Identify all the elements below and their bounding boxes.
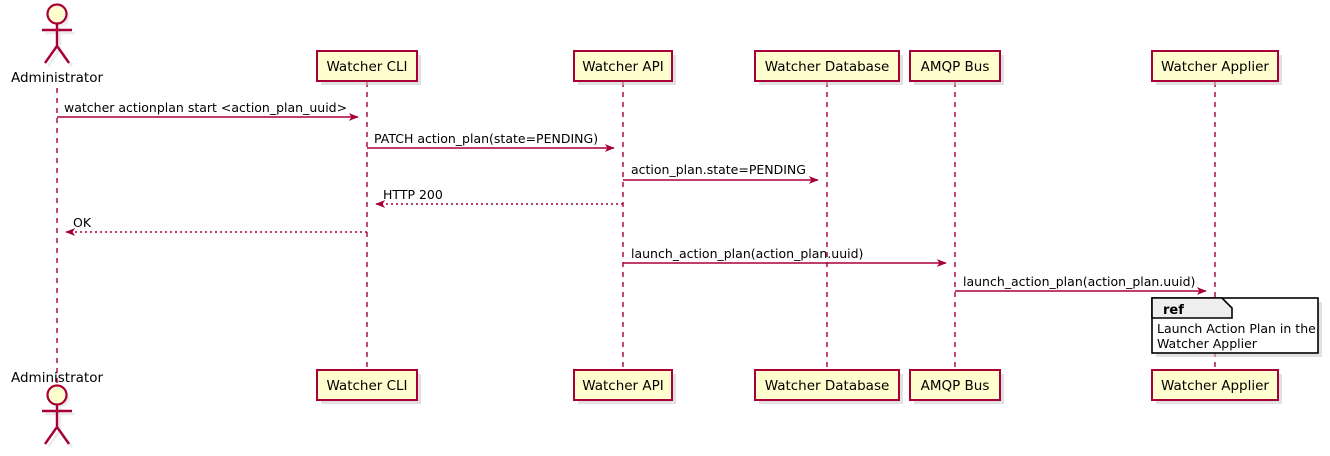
actor-administrator-top[interactable]: Administrator [11,3,103,87]
message-label-5: OK [73,215,92,230]
message-4-http-200[interactable]: HTTP 200 [375,187,623,208]
actor-administrator-bottom[interactable]: Administrator [11,370,103,448]
message-label-2: PATCH action_plan(state=PENDING) [374,131,598,146]
participant-box[interactable] [754,50,900,82]
participant-watcher-applier-top[interactable]: Watcher Applier [1151,50,1282,85]
participant-box[interactable] [1151,50,1279,82]
ref-body-line-1: Launch Action Plan in the [1157,321,1316,336]
actor-leg-right-bottom-icon [56,426,70,445]
ref-tab-label: ref [1163,303,1184,318]
actor-head-bottom-icon [46,384,68,406]
participant-amqp-bus-top[interactable]: AMQP Bus [909,50,1004,85]
participant-label-watcher-cli-bottom: Watcher CLI [326,378,407,394]
message-1-watcher-actionplan-start[interactable]: watcher actionplan start <action_plan_uu… [57,100,359,121]
actor-label-administrator-bottom: Administrator [11,370,103,386]
participant-box[interactable] [573,50,673,82]
actor-leg-left-icon [44,45,58,64]
participant-box[interactable] [909,50,1001,82]
ref-fragment[interactable]: ref Launch Action Plan in the Watcher Ap… [1151,297,1322,357]
participant-box[interactable] [1151,369,1279,401]
actor-leg-left-bottom-icon [44,426,58,445]
participant-label-watcher-applier-bottom: Watcher Applier [1161,378,1269,394]
participant-label-amqp-bus-top: AMQP Bus [921,59,990,75]
message-3-action-plan-state-pending[interactable]: action_plan.state=PENDING [623,162,819,184]
message-label-3: action_plan.state=PENDING [631,162,806,177]
participant-box[interactable] [316,369,418,401]
participant-label-watcher-database-top: Watcher Database [765,59,890,75]
participant-label-amqp-bus-bottom: AMQP Bus [921,378,990,394]
message-2-patch-action-plan[interactable]: PATCH action_plan(state=PENDING) [367,131,615,152]
participant-box[interactable] [316,50,418,82]
message-label-1: watcher actionplan start <action_plan_uu… [64,100,347,115]
participant-watcher-database-top[interactable]: Watcher Database [754,50,903,85]
participant-watcher-cli-bottom[interactable]: Watcher CLI [316,369,421,404]
message-label-6: launch_action_plan(action_plan.uuid) [631,246,863,261]
participant-watcher-cli-top[interactable]: Watcher CLI [316,50,421,85]
actor-label-administrator-top: Administrator [11,70,103,86]
participant-label-watcher-database-bottom: Watcher Database [765,378,890,394]
message-7-launch-action-plan-bus-to-applier[interactable]: launch_action_plan(action_plan.uuid) [955,274,1207,295]
participant-amqp-bus-bottom[interactable]: AMQP Bus [909,369,1004,404]
participant-label-watcher-api-bottom: Watcher API [582,378,664,394]
participant-label-watcher-applier-top: Watcher Applier [1161,59,1269,75]
participant-watcher-applier-bottom[interactable]: Watcher Applier [1151,369,1282,404]
participant-box[interactable] [909,369,1001,401]
message-label-7: launch_action_plan(action_plan.uuid) [963,274,1195,289]
message-5-ok[interactable]: OK [65,215,367,236]
message-label-4: HTTP 200 [383,187,443,202]
participant-watcher-database-bottom[interactable]: Watcher Database [754,369,903,404]
participant-box[interactable] [573,369,673,401]
actor-head-icon [46,3,68,25]
participant-watcher-api-top[interactable]: Watcher API [573,50,676,85]
message-6-launch-action-plan-api-to-bus[interactable]: launch_action_plan(action_plan.uuid) [623,246,947,267]
lifelines-group [56,82,1216,396]
participant-watcher-api-bottom[interactable]: Watcher API [573,369,676,404]
ref-tab-shape [1151,297,1233,319]
ref-body-line-2: Watcher Applier [1157,336,1258,351]
participant-label-watcher-cli-top: Watcher CLI [326,59,407,75]
actor-leg-right-icon [56,45,70,64]
participant-label-watcher-api-top: Watcher API [582,59,664,75]
participant-box[interactable] [754,369,900,401]
